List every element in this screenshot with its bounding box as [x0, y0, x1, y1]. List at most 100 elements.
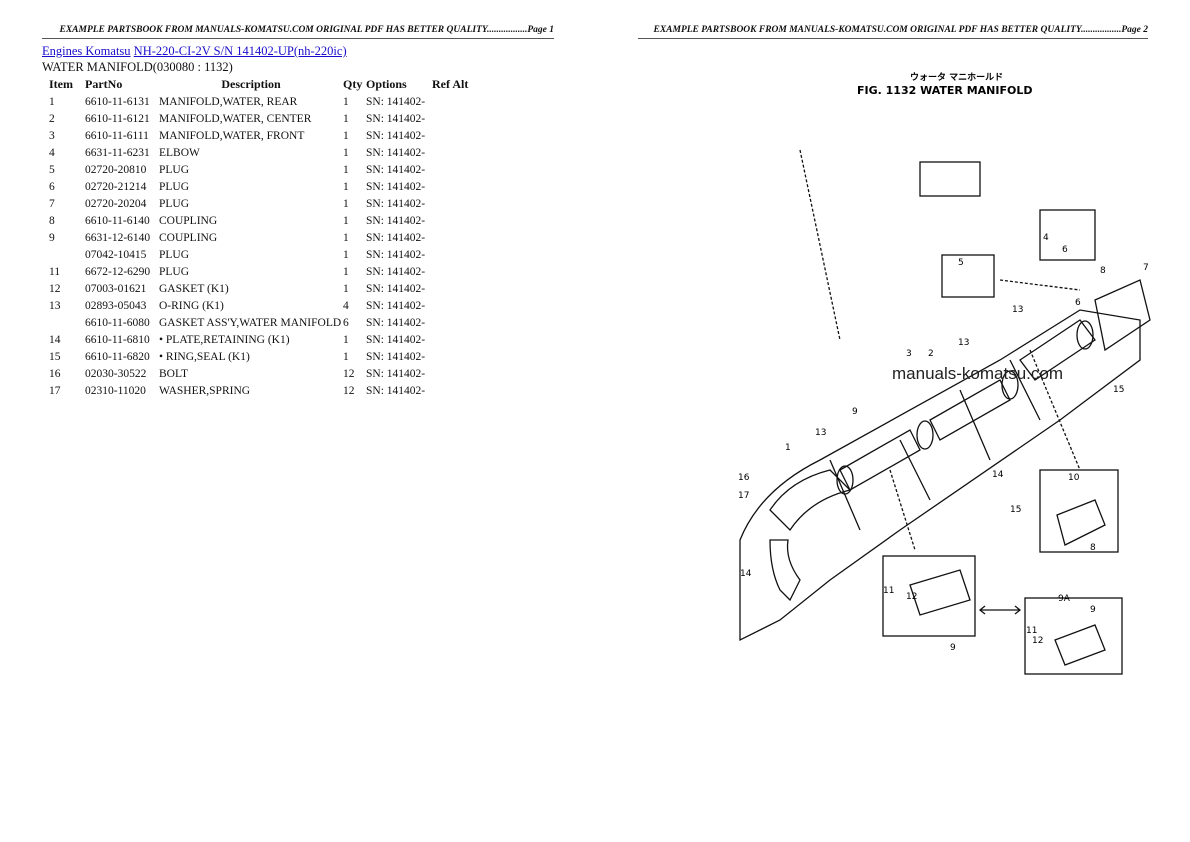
table-cell: 1: [343, 180, 349, 193]
table-cell: 7: [49, 197, 55, 210]
table-cell: [432, 110, 468, 127]
table-cell: [42, 246, 85, 263]
page-header-container: EXAMPLE PARTSBOOK FROM MANUALS-KOMATSU.C…: [42, 25, 554, 39]
table-cell: COUPLING: [159, 231, 218, 244]
table-cell: [432, 93, 468, 110]
breadcrumb-link-model[interactable]: NH-220-CI-2V S/N 141402-UP(nh-220ic): [133, 44, 347, 58]
table-cell: 1: [343, 282, 349, 295]
callout-label: 6: [1062, 245, 1068, 255]
table-cell: 3: [49, 129, 55, 142]
table-cell: [432, 314, 468, 331]
table-cell: [432, 382, 468, 399]
page-header-container: EXAMPLE PARTSBOOK FROM MANUALS-KOMATSU.C…: [638, 25, 1148, 39]
table-cell: • RING,SEAL (K1): [159, 350, 250, 363]
table-cell: PLUG: [159, 265, 190, 278]
callout-label: 9: [1090, 605, 1096, 615]
table-cell: PLUG: [159, 248, 190, 261]
callout-label: 17: [738, 491, 749, 501]
table-cell: BOLT: [159, 367, 188, 380]
breadcrumb-link-engines[interactable]: Engines Komatsu: [42, 44, 131, 58]
table-cell: 1: [343, 197, 349, 210]
table-cell: 1: [49, 95, 55, 108]
column-header: Qty: [343, 77, 363, 91]
diagram-linework: [739, 149, 1151, 675]
callout-label: 16: [738, 473, 750, 483]
table-cell: [432, 246, 468, 263]
callout-label: 12: [1032, 636, 1043, 646]
table-cell: SN: 141402-: [366, 282, 426, 295]
table-cell: 1: [343, 333, 349, 346]
table-cell: 6: [49, 180, 55, 193]
callout-label: 8: [1100, 266, 1106, 276]
column-header: Description: [221, 77, 281, 91]
table-cell: SN: 141402-: [366, 384, 426, 397]
table-cell: 8: [49, 214, 55, 227]
table-cell: 02030-30522: [85, 367, 147, 380]
callout-label: 3: [906, 349, 912, 359]
column-header: Ref Alt: [432, 77, 469, 91]
table-cell: 6610-11-6111: [85, 129, 149, 142]
table-cell: COUPLING: [159, 214, 218, 227]
table-cell: [42, 314, 85, 331]
callout-label: 6: [1075, 298, 1081, 308]
table-cell: 1: [343, 163, 349, 176]
table-cell: 02310-11020: [85, 384, 146, 397]
table-cell: 02720-20204: [85, 197, 147, 210]
table-cell: 9: [49, 231, 55, 244]
callout-label: 9: [950, 643, 956, 653]
table-cell: 2: [49, 112, 55, 125]
table-cell: 15: [49, 350, 61, 363]
table-cell: 6610-11-6121: [85, 112, 150, 125]
callout-label: 9A: [1058, 594, 1071, 604]
table-cell: GASKET ASS'Y,WATER MANIFOLD: [159, 316, 342, 329]
table-cell: [432, 365, 468, 382]
table-cell: SN: 141402-: [366, 248, 426, 261]
table-cell: 16: [49, 367, 61, 380]
callout-label: 13: [815, 428, 826, 438]
table-cell: [432, 127, 468, 144]
table-cell: 14: [49, 333, 61, 346]
callout-label: 7: [1143, 263, 1149, 273]
table-cell: SN: 141402-: [366, 95, 426, 108]
table-cell: PLUG: [159, 197, 190, 210]
table-cell: 6631-12-6140: [85, 231, 151, 244]
watermark: manuals-komatsu.com: [892, 364, 1064, 383]
table-cell: SN: 141402-: [366, 265, 426, 278]
column-header: Options: [366, 77, 407, 91]
table-cell: 02720-21214: [85, 180, 147, 193]
table-cell: 4: [49, 146, 55, 159]
table-cell: [432, 229, 468, 246]
callout-label: 15: [1010, 505, 1021, 515]
page-header: EXAMPLE PARTSBOOK FROM MANUALS-KOMATSU.C…: [653, 25, 1148, 35]
table-cell: SN: 141402-: [366, 129, 426, 142]
table-cell: SN: 141402-: [366, 214, 426, 227]
table-cell: 13: [49, 299, 61, 312]
table-cell: ELBOW: [159, 146, 200, 159]
callout-label: 13: [1012, 305, 1023, 315]
table-cell: [432, 297, 468, 314]
table-cell: SN: 141402-: [366, 316, 426, 329]
table-cell: SN: 141402-: [366, 367, 426, 380]
table-cell: PLUG: [159, 180, 190, 193]
table-cell: SN: 141402-: [366, 231, 426, 244]
table-cell: MANIFOLD,WATER, FRONT: [159, 129, 305, 142]
table-cell: [432, 331, 468, 348]
table-cell: 1: [343, 146, 349, 159]
table-cell: 6672-12-6290: [85, 265, 151, 278]
callout-label: 14: [740, 569, 752, 579]
